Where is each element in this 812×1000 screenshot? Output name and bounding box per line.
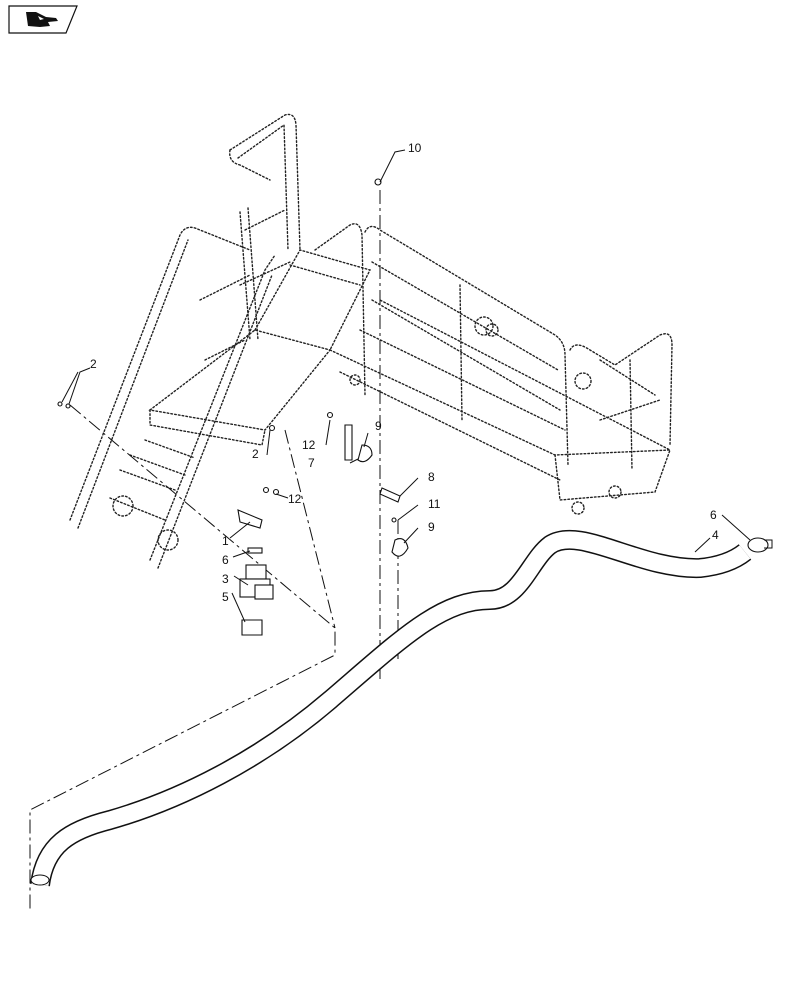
callout-10: 10 (408, 141, 422, 155)
callout-12-lower: 12 (288, 492, 302, 506)
callout-9-upper: 9 (375, 419, 382, 433)
callout-12-center: 12 (302, 438, 316, 452)
leader-lines (29, 190, 399, 910)
hose (30, 529, 752, 887)
callout-1: 1 (222, 534, 229, 548)
callout-5: 5 (222, 590, 229, 604)
callout-3: 3 (222, 572, 229, 586)
callout-9-lower: 9 (428, 520, 435, 534)
valve-assembly (237, 509, 274, 636)
callout-2-center: 2 (252, 447, 259, 461)
callout-7: 7 (308, 456, 315, 470)
callout-leaders (61, 149, 751, 623)
callout-6-right: 6 (710, 508, 717, 522)
bracket-parts (57, 178, 409, 557)
callout-labels: 10 2 2 12 9 7 8 12 11 9 1 6 3 5 6 4 (90, 141, 719, 604)
callout-4: 4 (712, 528, 719, 542)
callout-2-left: 2 (90, 357, 97, 371)
callout-8: 8 (428, 470, 435, 484)
callout-11: 11 (428, 497, 441, 511)
pointing-hand-icon (26, 12, 58, 27)
hose-clamp (747, 537, 773, 553)
callout-6-left: 6 (222, 553, 229, 567)
nav-button[interactable] (8, 5, 78, 34)
platform-ladder-assembly (69, 113, 673, 569)
